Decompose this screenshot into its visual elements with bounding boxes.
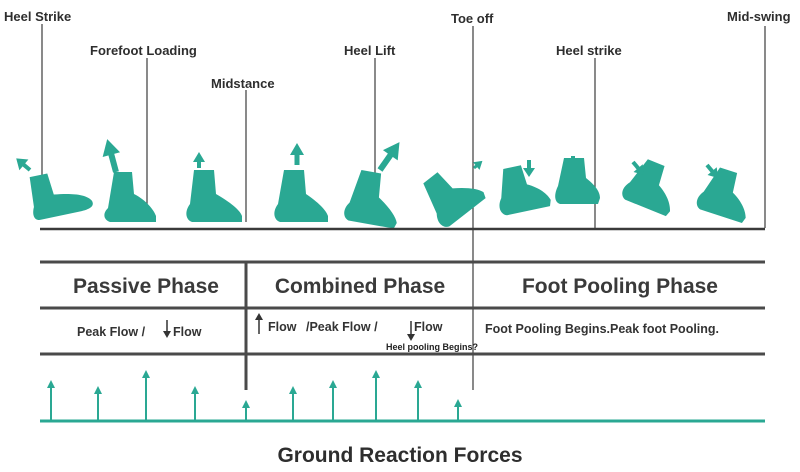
down-arrow-icon (407, 321, 415, 341)
foot-mid-swing (696, 167, 746, 223)
gait-label-mid-swing: Mid-swing (727, 9, 791, 24)
grf-arrow (329, 380, 337, 420)
foot-illustrations (29, 158, 746, 229)
foot-midstance (186, 170, 242, 222)
arrow-icon (290, 143, 304, 165)
footer-title: Ground Reaction Forces (277, 444, 522, 467)
arrow-icon (523, 160, 535, 177)
phase-title-passive: Passive Phase (73, 275, 219, 298)
arrow-icon (102, 139, 121, 173)
foot-terminal-swing (622, 159, 670, 217)
pooling-text: Foot Pooling Begins.Peak foot Pooling. (485, 322, 719, 336)
gait-label-midstance: Midstance (211, 76, 275, 91)
phase-table-grid (40, 260, 765, 390)
foot-heel-strike-2 (555, 158, 600, 204)
ground-reaction-arrows (47, 370, 462, 420)
foot-heel-lift (344, 170, 397, 229)
down-arrow-icon (163, 320, 171, 338)
foot-initial-swing (499, 165, 551, 216)
phase-title-pooling: Foot Pooling Phase (522, 275, 718, 298)
passive-peak-flow: Peak Flow / (77, 325, 146, 339)
combined-flow-up: Flow (268, 320, 297, 334)
grf-arrow (142, 370, 150, 420)
grf-arrow (289, 386, 297, 420)
gait-label-heel-lift: Heel Lift (344, 43, 396, 58)
grf-arrow (372, 370, 380, 420)
foot-forefoot-loading (104, 172, 156, 222)
arrow-icon (705, 163, 718, 179)
foot-late-midstance (274, 170, 328, 222)
phase-titles: Passive Phase Combined Phase Foot Poolin… (73, 275, 718, 298)
heel-pooling-note: Heel pooling Begins? (386, 342, 478, 352)
gait-label-forefoot-loading: Forefoot Loading (90, 43, 197, 58)
gait-label-toe-off: Toe off (451, 11, 494, 26)
combined-flow-down: Flow (414, 320, 443, 334)
grf-arrow (242, 400, 250, 420)
arrow-icon (16, 158, 32, 172)
arrow-icon (473, 160, 483, 170)
arrow-icon (377, 142, 400, 172)
flow-row: Peak Flow / Flow Flow /Peak Flow / Flow … (77, 313, 719, 352)
gait-label-heel-strike-2: Heel strike (556, 43, 622, 58)
gait-label-heel-strike: Heel Strike (4, 9, 71, 24)
gait-labels: Heel Strike Forefoot Loading Midstance H… (4, 9, 791, 91)
combined-peak-flow: /Peak Flow / (306, 320, 378, 334)
foot-heel-strike (29, 173, 93, 220)
arrow-icon (631, 160, 644, 176)
motion-arrows (16, 139, 718, 179)
foot-toe-off (423, 172, 486, 227)
phase-title-combined: Combined Phase (275, 275, 445, 298)
grf-arrow (94, 386, 102, 420)
grf-arrow (414, 380, 422, 420)
up-arrow-icon (255, 313, 263, 334)
grf-arrow (454, 399, 462, 420)
arrow-icon (193, 152, 205, 168)
grf-arrow (47, 380, 55, 420)
arrow-icon (567, 156, 579, 173)
gait-leader-lines (41, 24, 766, 390)
passive-flow: Flow (173, 325, 202, 339)
grf-arrow (191, 386, 199, 420)
